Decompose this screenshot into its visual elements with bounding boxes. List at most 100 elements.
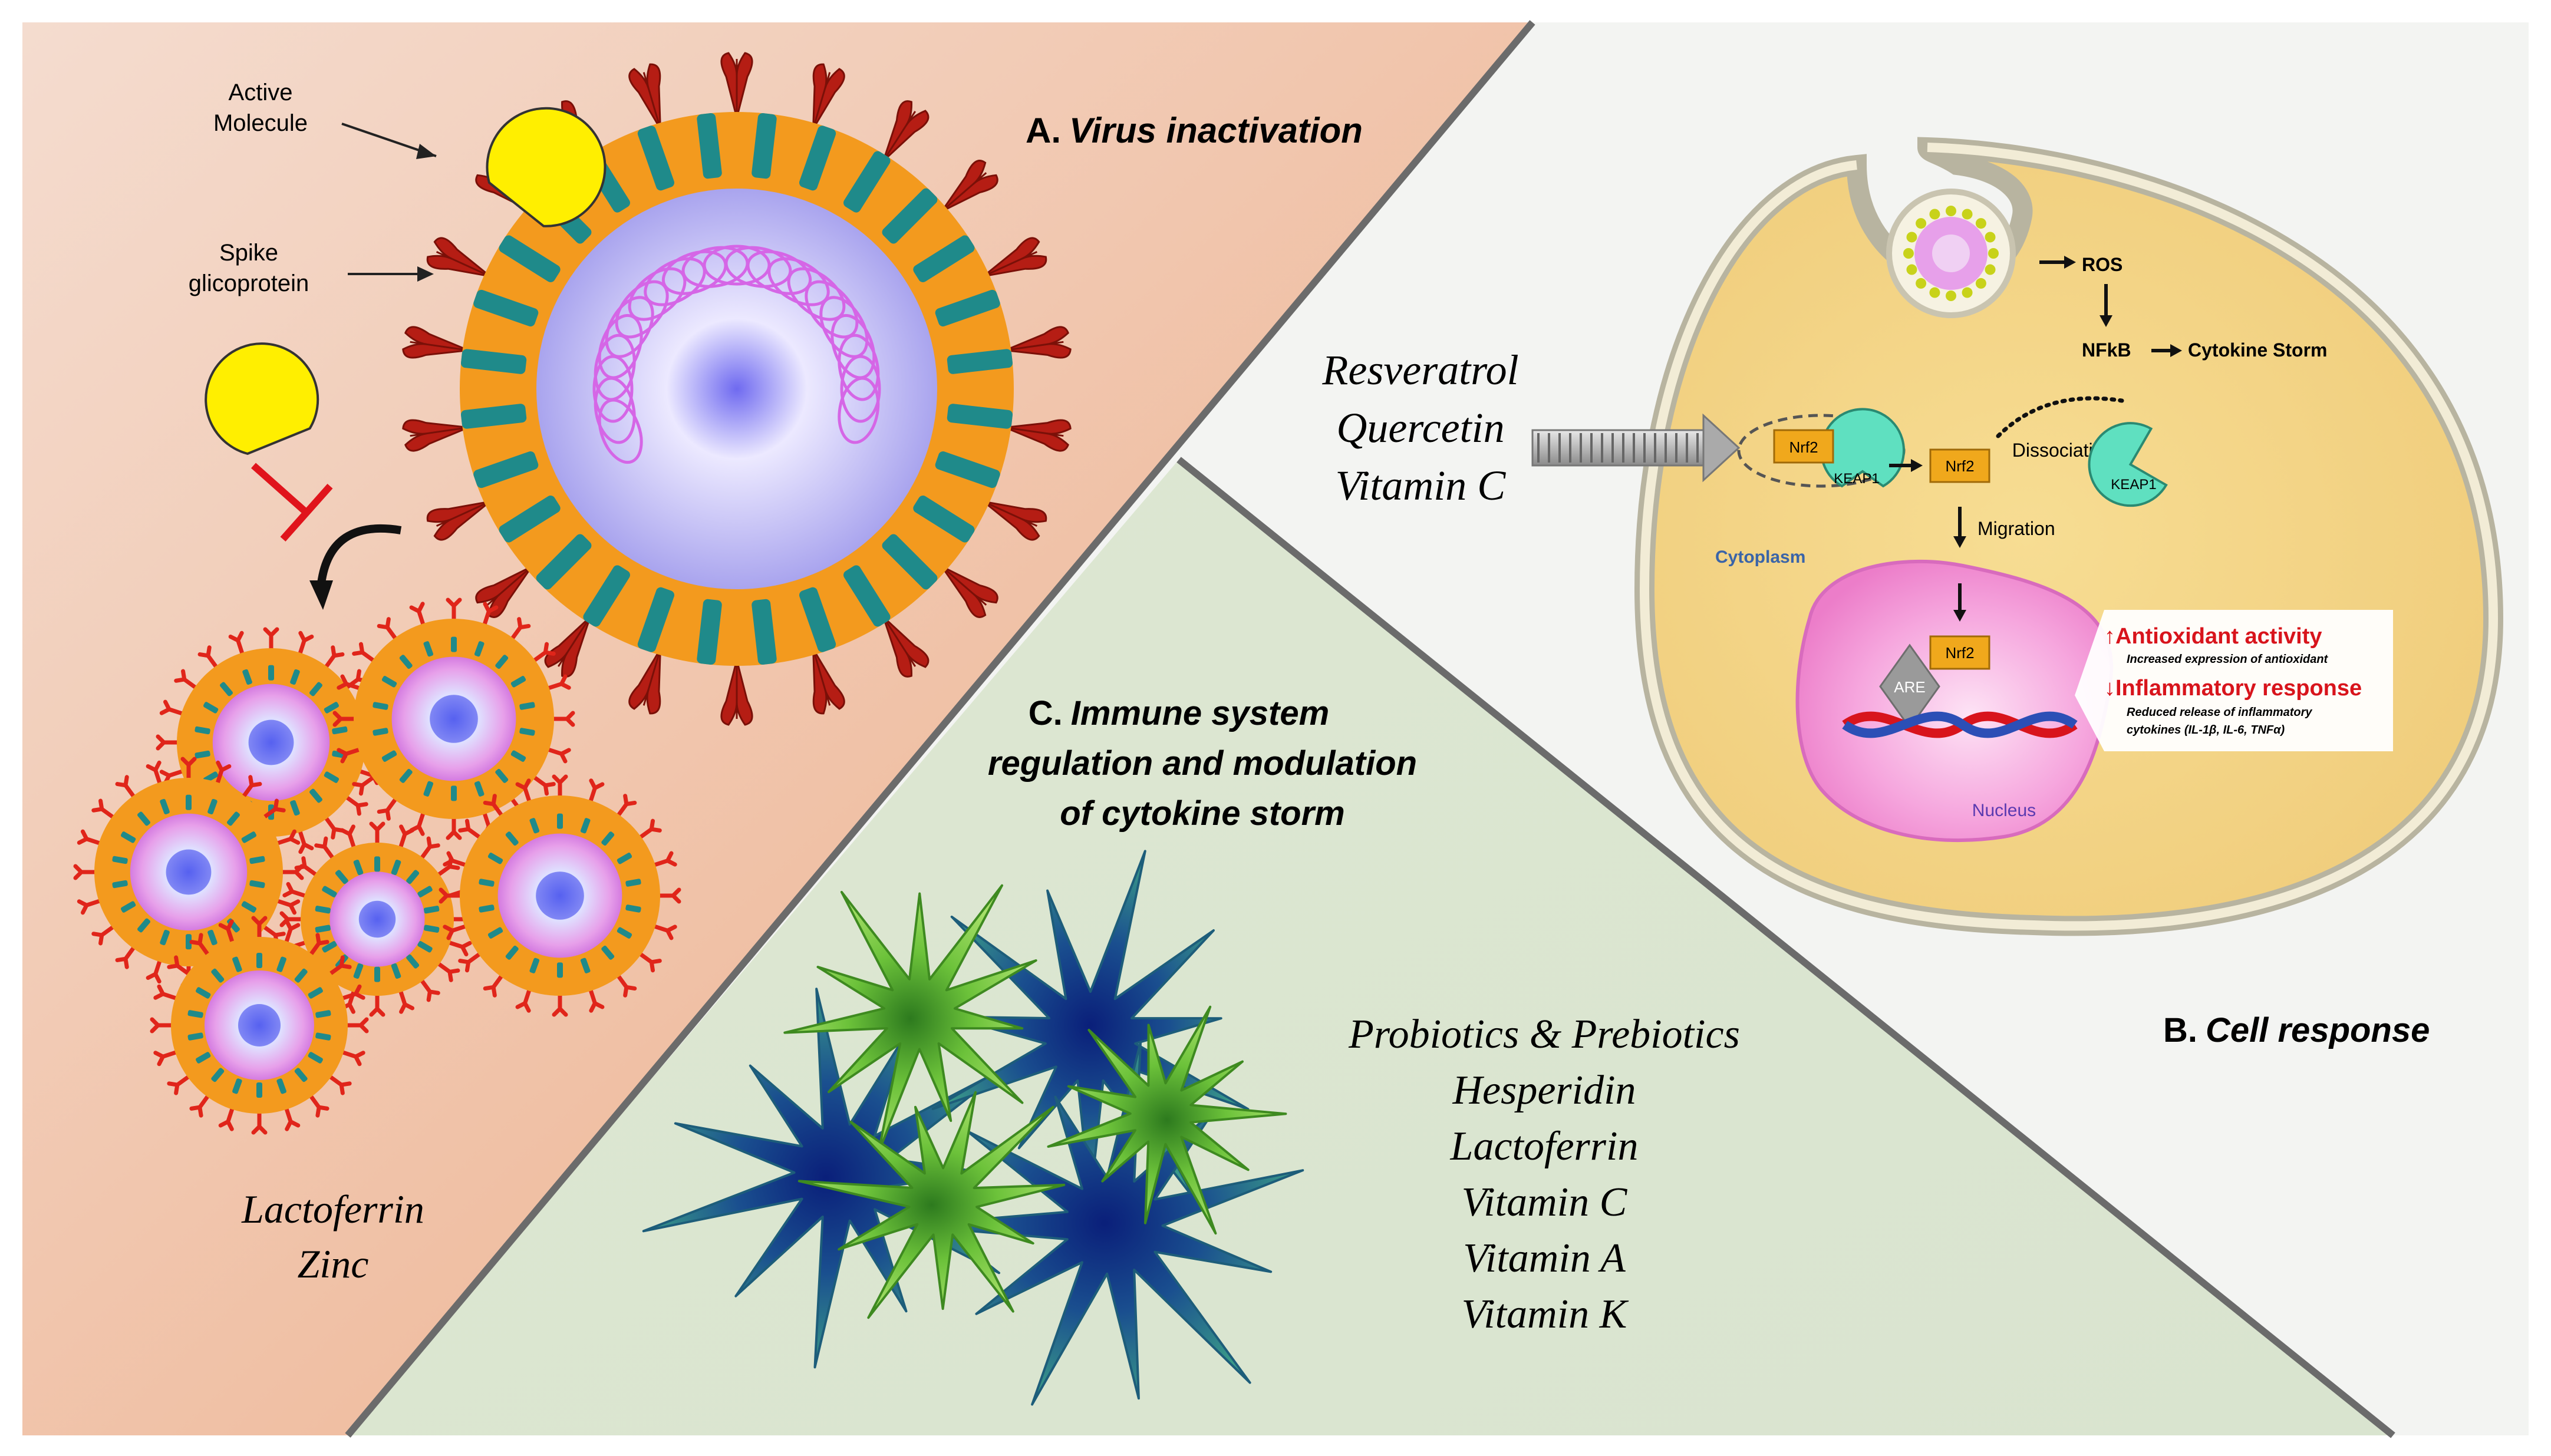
spike-protein bbox=[628, 648, 661, 715]
nrf2-free-box bbox=[1929, 448, 1990, 483]
panel-c-agent-1: Probiotics & Prebiotics bbox=[1348, 1012, 1740, 1057]
divider-b-c bbox=[1176, 457, 2395, 1438]
ros-label: ROS bbox=[2082, 254, 2122, 275]
membrane-protein bbox=[799, 126, 836, 191]
spike-protein bbox=[812, 648, 845, 715]
nucleus-label: Nucleus bbox=[1972, 801, 2036, 820]
panel-c-agent-2: Hesperidin bbox=[1452, 1068, 1636, 1113]
nrf2-free-label: Nrf2 bbox=[1945, 457, 1974, 475]
nucleus bbox=[1795, 559, 2113, 843]
panel-c-title-3: of cytokine storm bbox=[1060, 794, 1344, 833]
arrowhead-release bbox=[1911, 459, 1923, 472]
membrane-protein bbox=[935, 451, 1000, 488]
arrowhead-storm bbox=[2170, 344, 2182, 357]
panel-c-agent-3: Lactoferrin bbox=[1450, 1124, 1639, 1169]
down-arrow-icon: ↓ bbox=[2104, 676, 2115, 701]
effects-callout bbox=[2075, 610, 2393, 751]
membrane-protein bbox=[947, 349, 1013, 374]
curved-arrow bbox=[317, 524, 402, 584]
rna-coil bbox=[592, 245, 881, 464]
large-virus-spikes bbox=[402, 52, 1072, 726]
panel-a-title: A.Virus inactivation bbox=[1026, 111, 1363, 150]
membrane-protein bbox=[499, 235, 561, 282]
arrowhead-migration bbox=[1953, 536, 1966, 548]
inhibition-bar bbox=[280, 484, 333, 542]
panel-c-agent-5: Vitamin A bbox=[1463, 1236, 1626, 1281]
membrane-protein bbox=[947, 404, 1013, 429]
spike-protein bbox=[812, 63, 845, 130]
small-virus bbox=[150, 916, 369, 1135]
panel-c-agent-6: Vitamin K bbox=[1462, 1292, 1629, 1337]
panel-c: C.Immune system regulation and modulatio… bbox=[642, 694, 1740, 1406]
spike-protein bbox=[983, 237, 1047, 278]
membrane-protein bbox=[461, 404, 527, 429]
dendritic-cell bbox=[783, 884, 1037, 1153]
keap1-free-label: KEAP1 bbox=[2111, 477, 2156, 493]
label-spike-1: Spike bbox=[219, 240, 278, 266]
spike-protein bbox=[720, 659, 753, 726]
nfkb-label: NFkB bbox=[2082, 339, 2131, 361]
membrane-protein bbox=[843, 565, 891, 627]
membrane-protein bbox=[882, 534, 938, 590]
dendritic-cell bbox=[1047, 1005, 1287, 1235]
spike-protein bbox=[882, 616, 930, 678]
arrowhead-into-nucleus bbox=[1953, 610, 1966, 622]
label-spike-2: glicoprotein bbox=[189, 270, 309, 296]
inflammatory-sub-1: Reduced release of inflammatory bbox=[2127, 706, 2312, 719]
hatched-arrow bbox=[1531, 413, 1741, 483]
membrane-protein bbox=[697, 113, 722, 179]
spike-protein bbox=[941, 565, 998, 618]
arrowhead-ros bbox=[2064, 256, 2076, 269]
membrane-protein bbox=[473, 289, 539, 327]
membrane-proteins bbox=[461, 113, 1013, 665]
nrf2-complex-box bbox=[1773, 429, 1834, 464]
membrane-protein bbox=[843, 151, 891, 213]
spike-protein bbox=[1004, 326, 1072, 359]
virus-core bbox=[536, 189, 937, 589]
keap1-complex-label: KEAP1 bbox=[1834, 471, 1879, 487]
keap1-free-shape bbox=[2088, 422, 2168, 507]
membrane-protein bbox=[583, 565, 630, 627]
antioxidant-sub: Increased expression of antioxidant bbox=[2127, 653, 2329, 666]
inflammatory-sub-2: cytokines (IL-1β, IL-6, TNFα) bbox=[2127, 724, 2285, 737]
active-molecule-pacman bbox=[486, 107, 607, 227]
large-virus bbox=[402, 52, 1072, 726]
panel-a-agent-2: Zinc bbox=[298, 1242, 369, 1286]
membrane-protein bbox=[799, 587, 836, 652]
membrane-protein bbox=[637, 126, 675, 191]
panel-b-agent-1: Resveratrol bbox=[1321, 346, 1518, 394]
label-active-molecule-1: Active bbox=[229, 80, 293, 105]
spike-protein bbox=[475, 565, 533, 618]
membrane-protein bbox=[637, 587, 675, 652]
cytoplasm-label: Cytoplasm bbox=[1715, 547, 1805, 567]
spike-protein bbox=[544, 616, 591, 678]
panel-b-agent-2: Quercetin bbox=[1336, 404, 1504, 451]
arrowhead-nfkb bbox=[2100, 315, 2112, 327]
label-active-molecule-2: Molecule bbox=[213, 110, 308, 136]
dna-helix bbox=[1842, 711, 2078, 738]
dendritic-cell bbox=[797, 1091, 1066, 1319]
divider-a bbox=[345, 20, 1535, 1438]
antioxidant-title: ↑Antioxidant activity bbox=[2104, 624, 2322, 649]
immune-cells bbox=[642, 850, 1304, 1406]
arrowhead-active-molecule bbox=[416, 144, 436, 159]
nrf2-nuclear-box bbox=[1929, 635, 1990, 670]
cytokine-storm-label: Cytokine Storm bbox=[2188, 339, 2327, 361]
panel-b-agent-3: Vitamin C bbox=[1336, 462, 1507, 509]
membrane-protein bbox=[935, 289, 1000, 327]
spike-protein bbox=[402, 326, 469, 359]
small-virus-cluster bbox=[73, 597, 681, 1135]
small-virus bbox=[439, 774, 681, 1017]
membrane-protein bbox=[473, 451, 539, 488]
endocytosed-virus bbox=[1886, 189, 2016, 318]
spike-protein bbox=[1004, 419, 1072, 452]
spike-protein bbox=[426, 237, 491, 278]
small-virus bbox=[73, 757, 304, 988]
panel-c-title-1: C.Immune system bbox=[1029, 694, 1329, 732]
nrf2-nuclear-label: Nrf2 bbox=[1945, 644, 1974, 662]
up-arrow-icon: ↑ bbox=[2104, 624, 2115, 649]
membrane-protein bbox=[913, 235, 975, 282]
inhibition-line bbox=[251, 463, 309, 516]
small-virus bbox=[279, 821, 475, 1017]
